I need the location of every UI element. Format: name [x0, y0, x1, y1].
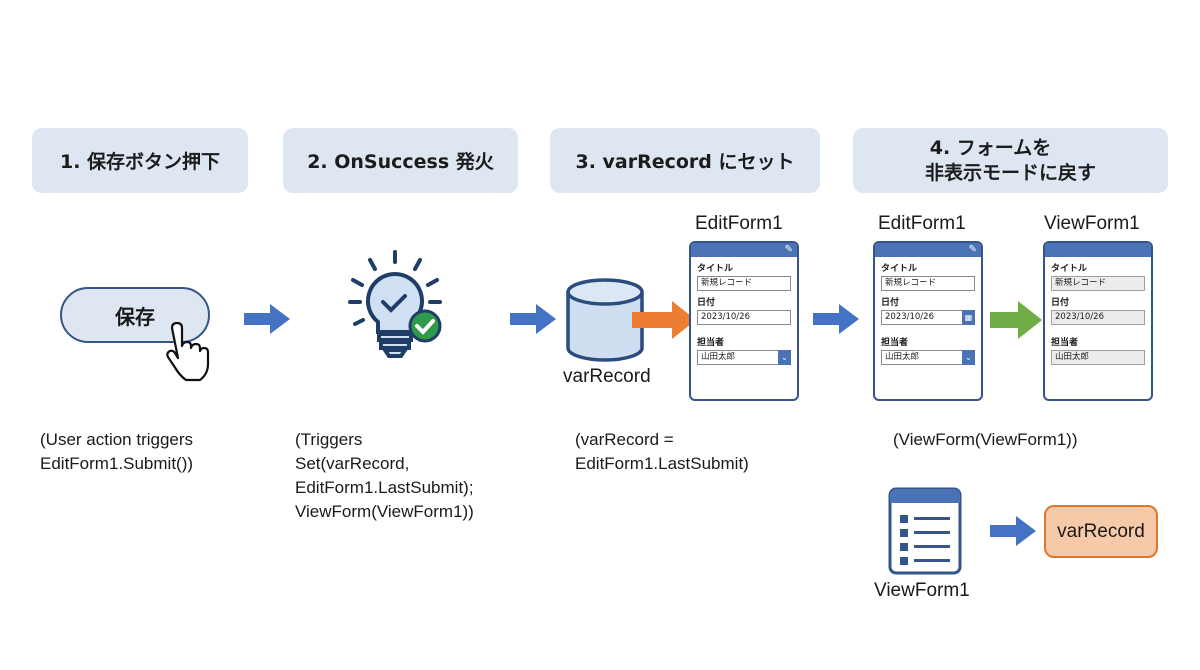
title-label: タイトル [1051, 264, 1088, 274]
save-button-label: 保存 [115, 304, 155, 329]
date-label: 日付 [881, 298, 900, 308]
viewform1-title: ViewForm1 [1044, 213, 1140, 234]
owner-dropdown[interactable]: 山田太郎 ⌄ [881, 350, 975, 365]
arrow-right-icon [813, 304, 859, 334]
pencil-icon[interactable]: ✎ [784, 244, 793, 255]
title-input[interactable]: 新規レコード [881, 276, 975, 291]
owner-value: 山田太郎 [1055, 352, 1090, 362]
step-2-header: 2. OnSuccess 発火 [283, 128, 518, 193]
varrecord-target-label: varRecord [1057, 520, 1145, 542]
date-value: 2023/10/26 [885, 312, 934, 322]
step-1-header: 1. 保存ボタン押下 [32, 128, 248, 193]
title-display: 新規レコード [1051, 276, 1145, 291]
title-label: タイトル [697, 264, 734, 274]
arrow-right-icon [510, 304, 556, 334]
step-3-description: (varRecord = EditForm1.LastSubmit) [575, 430, 749, 473]
step-2-label: 2. OnSuccess 発火 [307, 151, 494, 173]
owner-value: 山田太郎 [885, 352, 920, 362]
date-input[interactable]: 2023/10/26 [697, 310, 791, 325]
title-value: 新規レコード [885, 278, 937, 288]
varrecord-label: varRecord [563, 366, 651, 387]
date-display: 2023/10/26 [1051, 310, 1145, 325]
step-4-header: 4. フォームを 非表示モードに戻す [853, 128, 1168, 193]
date-picker[interactable]: 2023/10/26 ▦ [881, 310, 975, 325]
editform1-b-title: EditForm1 [878, 213, 966, 234]
title-label: タイトル [881, 264, 918, 274]
varrecord-target: varRecord [1044, 505, 1158, 558]
editform1-b: ✎ タイトル 新規レコード 日付 2023/10/26 ▦ 担当者 山田太郎 ⌄ [873, 241, 983, 401]
date-value: 2023/10/26 [1055, 312, 1104, 322]
owner-value: 山田太郎 [701, 352, 736, 362]
step-3-header: 3. varRecord にセット [550, 128, 820, 193]
owner-label: 担当者 [881, 338, 909, 348]
date-label: 日付 [1051, 298, 1070, 308]
chevron-down-icon[interactable]: ⌄ [962, 350, 975, 365]
form-list-icon [888, 487, 962, 575]
step-3-label: 3. varRecord にセット [575, 151, 795, 173]
chevron-down-icon[interactable]: ⌄ [778, 350, 791, 365]
title-value: 新規レコード [701, 278, 753, 288]
step-4-label-line1: 4. フォームを [929, 136, 1052, 159]
owner-label: 担当者 [1051, 338, 1079, 348]
editform1-a-title: EditForm1 [695, 213, 783, 234]
title-input[interactable]: 新規レコード [697, 276, 791, 291]
viewform1-bottom-label: ViewForm1 [874, 580, 970, 601]
arrow-right-orange-icon [632, 301, 696, 339]
database-cylinder-icon [566, 278, 644, 362]
arrow-right-icon [990, 516, 1036, 546]
owner-label: 担当者 [697, 338, 725, 348]
title-value: 新規レコード [1055, 278, 1107, 288]
pencil-icon[interactable]: ✎ [968, 244, 977, 255]
viewform1: タイトル 新規レコード 日付 2023/10/26 担当者 山田太郎 [1043, 241, 1153, 401]
date-label: 日付 [697, 298, 716, 308]
date-value: 2023/10/26 [701, 312, 750, 322]
save-button[interactable]: 保存 [60, 287, 210, 343]
step-1-label: 1. 保存ボタン押下 [59, 151, 221, 173]
arrow-right-green-icon [990, 301, 1042, 339]
owner-display: 山田太郎 [1051, 350, 1145, 365]
editform1-a: ✎ タイトル 新規レコード 日付 2023/10/26 担当者 山田太郎 ⌄ [689, 241, 799, 401]
calendar-icon[interactable]: ▦ [962, 310, 975, 325]
owner-dropdown[interactable]: 山田太郎 ⌄ [697, 350, 791, 365]
hand-pointer-icon [166, 322, 210, 382]
step-4-label-line2: 非表示モードに戻す [924, 161, 1096, 184]
step-2-description: (Triggers Set(varRecord, EditForm1.LastS… [295, 430, 474, 521]
arrow-right-icon [244, 304, 290, 334]
step-4-description: (ViewForm(ViewForm1)) [893, 430, 1078, 449]
lightbulb-check-icon [348, 250, 442, 358]
step-1-description: (User action triggers EditForm1.Submit()… [40, 430, 194, 473]
